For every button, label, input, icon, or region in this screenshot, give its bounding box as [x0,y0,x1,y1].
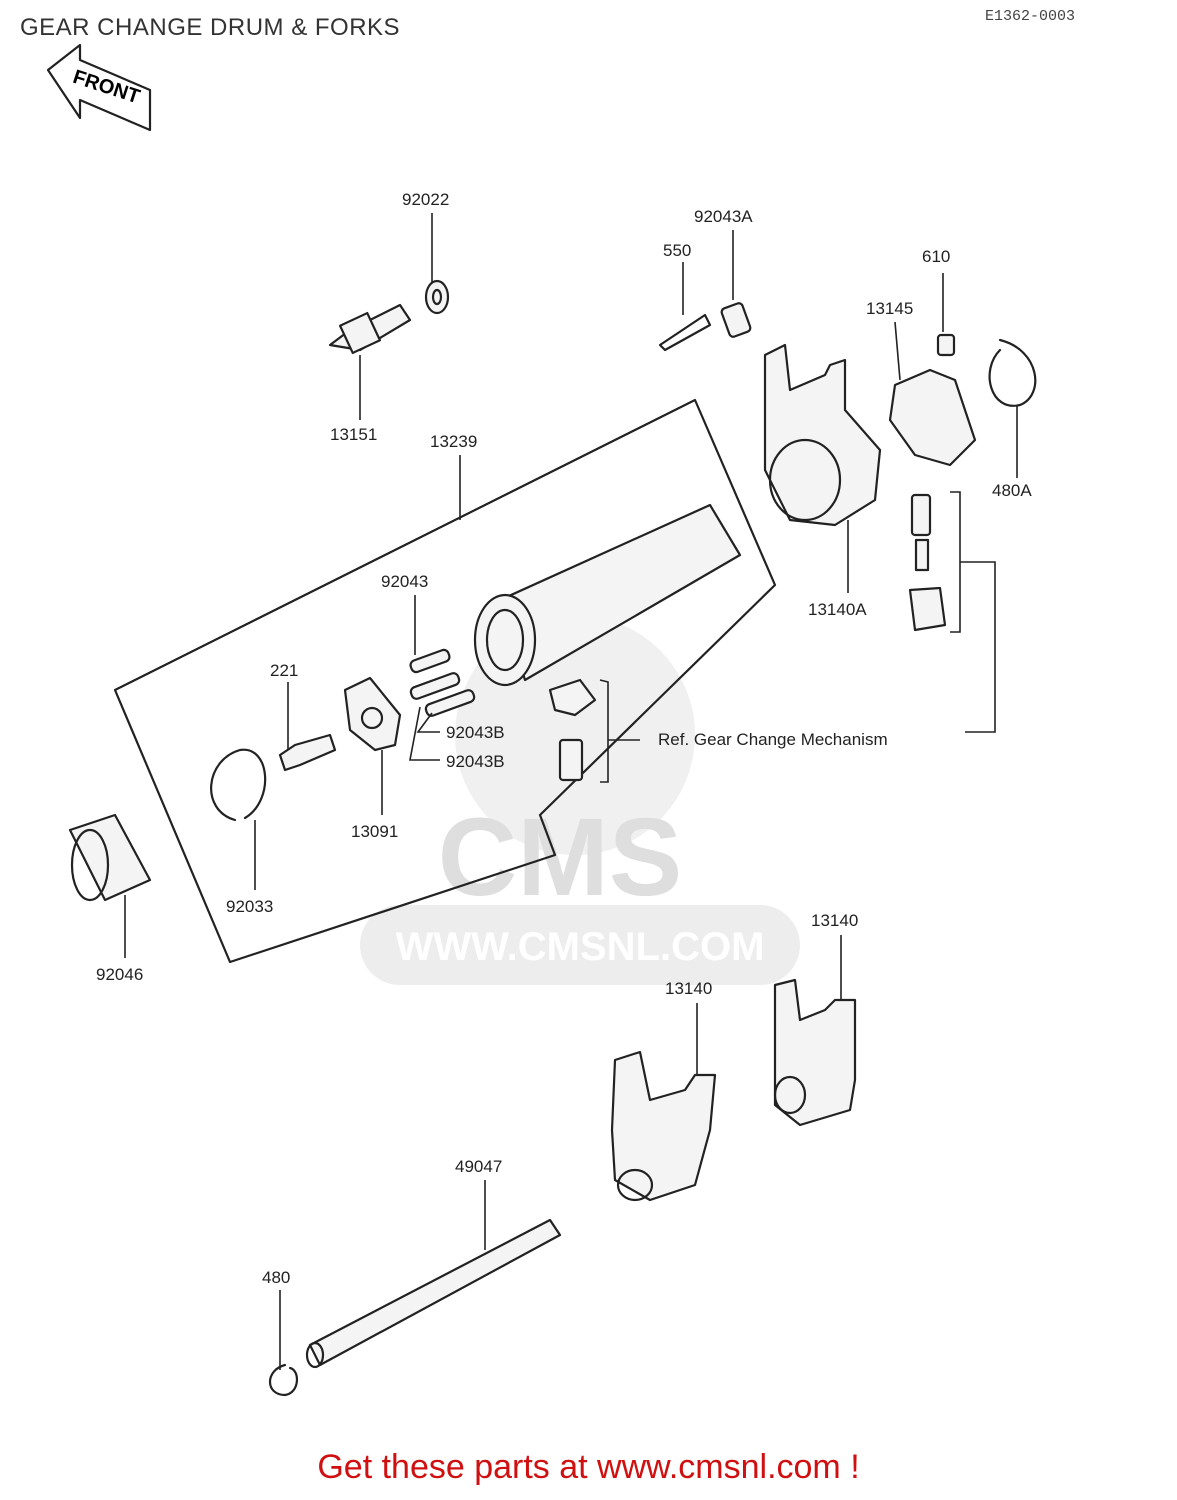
watermark-logo-text: CMS [438,796,682,919]
label-92043A: 92043A [694,207,753,226]
front-arrow-icon: FRONT [46,43,152,132]
label-610: 610 [922,247,950,266]
label-13140A: 13140A [808,600,867,619]
page-title: GEAR CHANGE DRUM & FORKS [20,14,401,41]
leader-lines [124,213,1018,1370]
circlip-480A [988,338,1037,407]
label-92022: 92022 [402,190,449,209]
shift-fork-13140A [763,343,882,527]
label-92033: 92033 [226,897,273,916]
label-13140-center: 13140 [665,979,712,998]
shift-fork-13140-right [773,978,857,1127]
guide-plate-13145 [888,368,977,467]
label-92043B-upper: 92043B [446,723,505,742]
label-550: 550 [663,241,691,260]
assembly-frame [113,398,777,964]
washer-92022 [424,279,450,315]
pin-ref [910,493,932,537]
label-221: 221 [270,661,298,680]
label-480A: 480A [992,481,1032,500]
watermark: CMS WWW.CMSNL.COM [360,615,800,985]
label-92046: 92046 [96,965,143,984]
bolt-221 [278,733,337,772]
spring-ref [914,538,930,572]
circlip-92033 [210,748,267,822]
watermark-url-text: WWW.CMSNL.COM [396,925,765,969]
shift-fork-13140-center [610,1050,717,1202]
label-13140-right: 13140 [811,911,858,930]
cam-plate-13091 [343,676,402,752]
exploded-parts-diagram: CMS WWW.CMSNL.COM FRONT [46,43,1037,1397]
reference-note: Ref. Gear Change Mechanism [658,730,888,749]
label-13145: 13145 [866,299,913,318]
holder-ref [908,586,947,632]
label-92043: 92043 [381,572,428,591]
label-13091: 13091 [351,822,398,841]
bolt-ref [558,738,584,782]
circlip-480 [269,1363,298,1397]
fork-shaft-49047 [305,1218,562,1369]
pin-92043A [720,302,752,338]
diagram-code: E1362-0003 [985,8,1076,25]
needle-bearing-92046 [68,813,152,902]
label-49047: 49047 [455,1157,502,1176]
label-13239: 13239 [430,432,477,451]
neutral-switch-13151 [328,303,412,355]
cotter-pin-550 [658,313,712,352]
label-92043B-lower: 92043B [446,752,505,771]
label-480: 480 [262,1268,290,1287]
plate-ref [548,678,597,717]
shift-drum-13239 [473,503,742,687]
label-13151: 13151 [330,425,377,444]
pins-92043 [409,648,476,717]
footer-promo-text[interactable]: Get these parts at www.cmsnl.com ! [317,1448,860,1486]
pin-610 [936,333,956,357]
